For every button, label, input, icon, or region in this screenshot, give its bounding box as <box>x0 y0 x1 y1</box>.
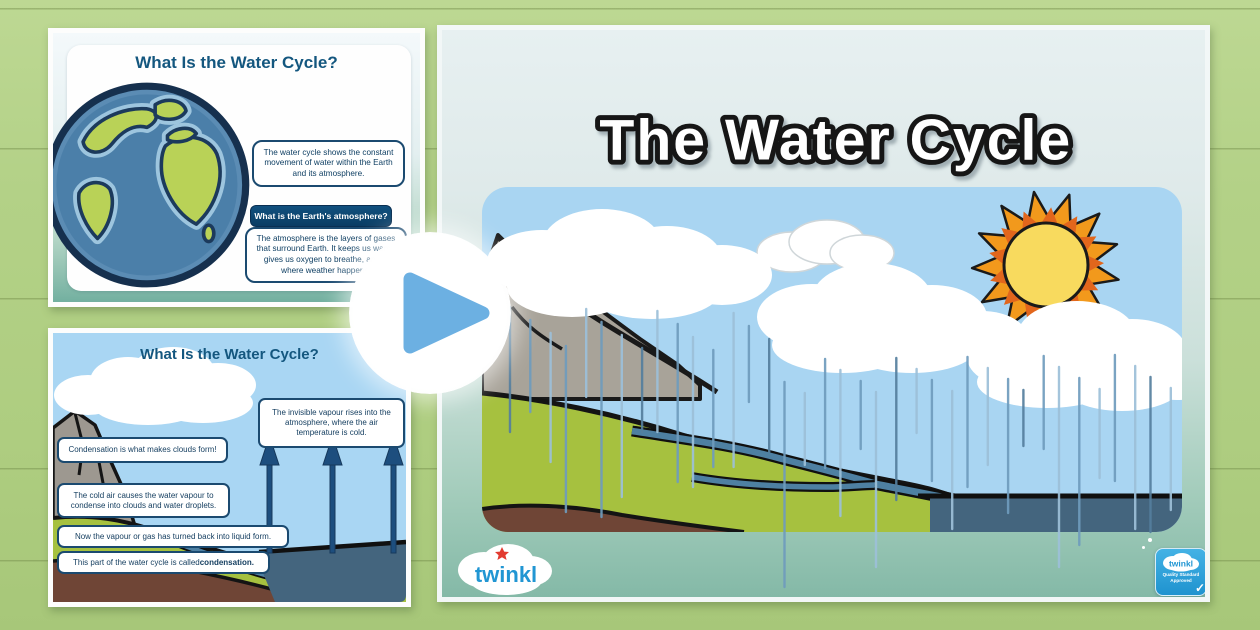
twinkl-logo-text: twinkl <box>475 562 537 587</box>
slide2-box-liquid: Now the vapour or gas has turned back in… <box>57 525 289 548</box>
check-icon: ✓ <box>1194 581 1205 595</box>
river <box>631 425 959 506</box>
up-arrow-icon <box>322 434 343 554</box>
star-icon <box>495 547 509 560</box>
earth-continents <box>73 94 226 245</box>
slide2-box-condensation: Condensation is what makes clouds form! <box>57 437 228 463</box>
slide1-question-badge: What is the Earth's atmosphere? <box>250 205 392 227</box>
up-arrow-icon <box>383 434 404 554</box>
cloud-icon <box>487 209 1182 411</box>
wood-plank-line <box>0 8 1260 10</box>
slide1-background: What Is the Water Cycle? <box>53 33 420 302</box>
slide2-box-vapour-rises: The invisible vapour rises into the atmo… <box>258 398 405 448</box>
sparkle-dot <box>1148 538 1152 542</box>
cloud-icon <box>54 347 256 425</box>
slide2-box-cold-air: The cold air causes the water vapour to … <box>57 483 230 518</box>
water-cycle-illustration <box>482 187 1182 589</box>
badge-line1: Quality Standard <box>1162 572 1200 577</box>
evaporation-arrows <box>259 434 404 554</box>
main-slide-preview: The Water Cycle <box>437 25 1210 602</box>
slide1-text-bubble-1: The water cycle shows the constant movem… <box>252 140 405 187</box>
play-icon <box>403 272 490 354</box>
slide2-title: What Is the Water Cycle? <box>140 346 319 363</box>
rain <box>508 305 1172 589</box>
main-slide-title-wrap: The Water Cycle <box>595 104 1076 178</box>
play-button[interactable] <box>349 232 511 394</box>
slide2-box-called-condensation: This part of the water cycle is called c… <box>57 551 270 574</box>
earth-illustration <box>53 82 250 288</box>
twinkl-logo: twinkl <box>458 544 552 595</box>
badge-brand-text: twinkl <box>1169 559 1193 569</box>
slide1-title: What Is the Water Cycle? <box>135 53 338 72</box>
badge-line2: Approved <box>1170 577 1192 583</box>
main-slide-title: The Water Cycle <box>599 109 1072 173</box>
up-arrow-icon <box>259 434 280 554</box>
slide2-background: What Is the Water Cycle? Condensation is… <box>53 333 406 602</box>
sea <box>918 493 1182 532</box>
slide-thumbnail-what-is-water-cycle: What Is the Water Cycle? <box>48 28 425 307</box>
main-slide-background: The Water Cycle <box>442 30 1205 597</box>
slide-thumbnail-condensation: What Is the Water Cycle? Condensation is… <box>48 328 411 607</box>
twinkl-badge-cloud: twinkl <box>1163 553 1199 572</box>
quality-standard-badge: twinkl Quality Standard Approved ✓ <box>1155 548 1205 596</box>
slide2-box-called-bold: condensation. <box>199 557 254 567</box>
slide2-box-called-prefix: This part of the water cycle is called <box>73 557 200 567</box>
sparkle-dot <box>1142 546 1145 549</box>
soil <box>482 503 745 532</box>
